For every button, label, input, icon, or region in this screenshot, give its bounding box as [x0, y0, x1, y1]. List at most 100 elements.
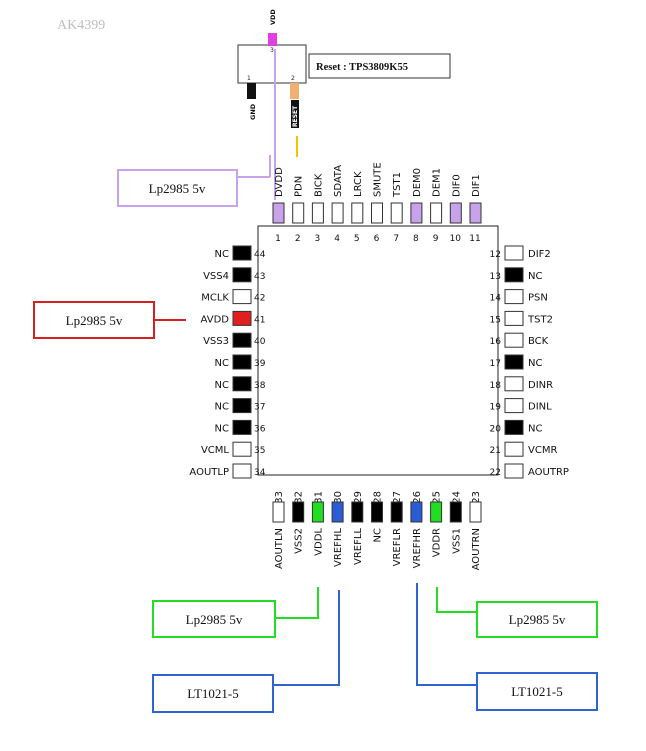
- bottom-pin-27: [390, 501, 403, 523]
- bottom-pin-26: [410, 501, 423, 523]
- top-pin-num-7: 7: [393, 234, 399, 244]
- top-pin-6: [371, 202, 383, 224]
- right-pin-num-17: 17: [490, 359, 501, 369]
- left-pin-label-42: MCLK: [201, 293, 229, 304]
- left-pin-42: [232, 289, 252, 305]
- top-pin-num-8: 8: [413, 234, 419, 244]
- top-pin-9: [430, 202, 443, 224]
- bottom-pin-29: [351, 501, 364, 523]
- right-pin-num-12: 12: [490, 250, 501, 260]
- left-pin-35: [232, 441, 252, 457]
- lp-vddl-box: [152, 600, 276, 638]
- reset-pin-vdd-num: 3: [270, 47, 274, 54]
- reset-pin-vdd: [268, 33, 277, 46]
- bottom-pin-label-31: VDDL: [313, 528, 324, 556]
- right-pin-num-19: 19: [490, 403, 502, 413]
- reset-chip-body: [237, 44, 307, 84]
- right-pin-label-13: NC: [528, 271, 542, 282]
- right-pin-label-21: VCMR: [528, 445, 557, 456]
- reset-pin-gnd-num: 1: [247, 75, 251, 82]
- left-pin-num-39: 39: [254, 359, 266, 369]
- lt-vrefhr-label: LT1021-5: [511, 684, 563, 699]
- left-pin-label-36: NC: [215, 423, 229, 434]
- right-pin-num-14: 14: [490, 294, 502, 304]
- chip-title: AK4399: [57, 18, 105, 33]
- lp-vddr-label: Lp2985 5v: [509, 612, 566, 627]
- right-pin-num-13: 13: [490, 272, 501, 282]
- wire-vrefhl: [273, 590, 340, 686]
- wire-vrefhr: [416, 583, 477, 686]
- left-pin-num-44: 44: [254, 250, 266, 260]
- right-pin-label-14: PSN: [528, 293, 548, 304]
- left-pin-num-36: 36: [254, 424, 266, 434]
- right-pin-label-20: NC: [528, 423, 542, 434]
- bottom-pin-label-32: VSS2: [294, 528, 305, 554]
- left-pin-label-35: VCML: [201, 445, 229, 456]
- right-pin-label-17: NC: [528, 358, 542, 369]
- pins: 1DVDD2PDN3BICK4SDATA5LRCK6SMUTE7TST18DEM…: [189, 162, 569, 570]
- top-pin-label-3: BICK: [313, 173, 324, 197]
- bottom-pin-num-33: 33: [274, 491, 285, 504]
- reset-pin-vdd-label: VDD: [269, 9, 277, 25]
- bottom-pin-num-25: 25: [432, 491, 443, 504]
- supply-box-vrefhr: LT1021-5: [416, 583, 598, 711]
- lp-dvdd-label: Lp2985 5v: [149, 181, 206, 196]
- lp-avdd-box: [33, 301, 155, 339]
- right-pin-label-18: DINR: [528, 380, 553, 391]
- reset-label-bg: [291, 100, 299, 128]
- right-pin-label-16: BCK: [528, 336, 549, 347]
- left-pin-36: [232, 419, 252, 435]
- left-pin-num-41: 41: [254, 315, 265, 325]
- supply-box-avdd: Lp2985 5v: [33, 301, 186, 339]
- bottom-pin-label-27: VREFLR: [392, 528, 403, 566]
- top-pin-num-9: 9: [433, 234, 439, 244]
- top-pin-label-9: DEM1: [432, 168, 443, 197]
- bottom-pin-23: [469, 501, 482, 523]
- supply-box-vrefhl: LT1021-5: [152, 590, 340, 713]
- lt-vrefhr-box: [476, 672, 598, 711]
- top-pin-label-4: SDATA: [333, 165, 344, 197]
- right-pin-label-19: DINL: [528, 402, 552, 413]
- left-pin-label-39: NC: [215, 358, 229, 369]
- bottom-pin-num-30: 30: [333, 491, 344, 504]
- top-pin-4: [331, 202, 344, 224]
- left-pin-num-35: 35: [254, 446, 265, 456]
- left-pin-label-41: AVDD: [201, 314, 230, 325]
- top-pin-num-3: 3: [315, 234, 321, 244]
- bottom-pin-label-30: VREFHL: [333, 528, 344, 567]
- top-pin-label-10: DIF0: [451, 174, 462, 197]
- bottom-pin-33: [272, 501, 285, 523]
- bottom-pin-label-23: AOUTRN: [471, 528, 482, 570]
- supply-box-vddl: Lp2985 5v: [152, 587, 319, 638]
- bottom-pin-num-31: 31: [313, 491, 324, 504]
- top-pin-label-7: TST1: [392, 172, 403, 198]
- left-pin-num-42: 42: [254, 294, 265, 304]
- top-pin-label-11: DIF1: [471, 174, 482, 197]
- reset-pin-gnd-label: GND: [249, 103, 257, 120]
- left-pin-label-44: NC: [215, 249, 229, 260]
- reset-chip: 3 VDD 1 GND 2 RESET Reset : TPS3809K55: [237, 9, 451, 128]
- wire-vddr: [436, 587, 477, 613]
- right-pin-19: [504, 398, 524, 414]
- bottom-pin-label-28: NC: [373, 528, 384, 542]
- left-pin-num-38: 38: [254, 381, 266, 391]
- bottom-pin-25: [430, 501, 443, 523]
- top-pin-10: [449, 202, 462, 224]
- left-pin-39: [232, 354, 252, 370]
- right-pin-13: [504, 267, 524, 283]
- reset-pin-reset-num: 2: [291, 75, 295, 82]
- top-pin-label-8: DEM0: [412, 168, 423, 197]
- top-pin-num-10: 10: [450, 234, 462, 244]
- top-pin-3: [311, 202, 324, 224]
- right-pin-label-15: TST2: [527, 314, 553, 325]
- ak4399-body: [257, 225, 499, 476]
- top-pin-11: [469, 202, 482, 224]
- bottom-pin-24: [449, 501, 462, 523]
- left-pin-34: [232, 463, 252, 479]
- bottom-pin-num-32: 32: [294, 491, 305, 504]
- bottom-pin-30: [331, 501, 344, 523]
- top-pin-num-2: 2: [295, 234, 301, 244]
- right-pin-label-22: AOUTRP: [528, 467, 569, 478]
- right-pin-16: [504, 332, 524, 348]
- lt-vrefhl-label: LT1021-5: [187, 686, 239, 701]
